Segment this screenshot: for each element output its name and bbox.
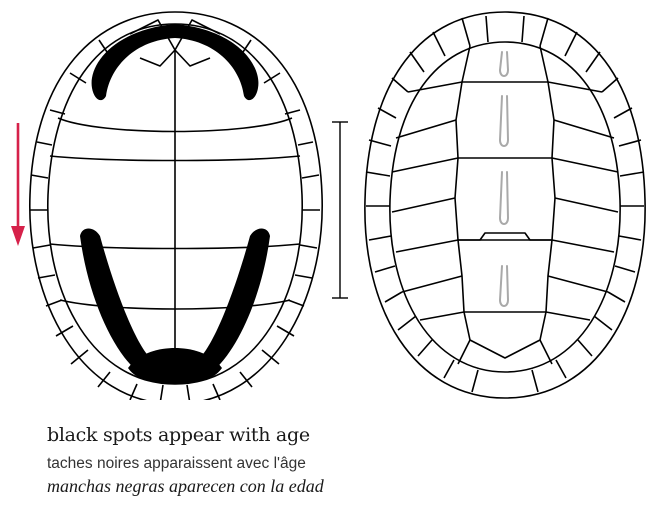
caption-english: black spots appear with age xyxy=(47,424,310,446)
age-arrow xyxy=(11,123,25,246)
carapace-shell xyxy=(365,12,645,398)
keel-marks xyxy=(500,52,508,306)
caption-spanish: manchas negras aparecen con la edad xyxy=(47,476,324,497)
caption-french: taches noires apparaissent avec l'âge xyxy=(47,455,306,473)
plastron-shell xyxy=(30,12,322,400)
turtle-shell-diagram xyxy=(0,0,651,400)
scale-bar xyxy=(332,122,348,298)
